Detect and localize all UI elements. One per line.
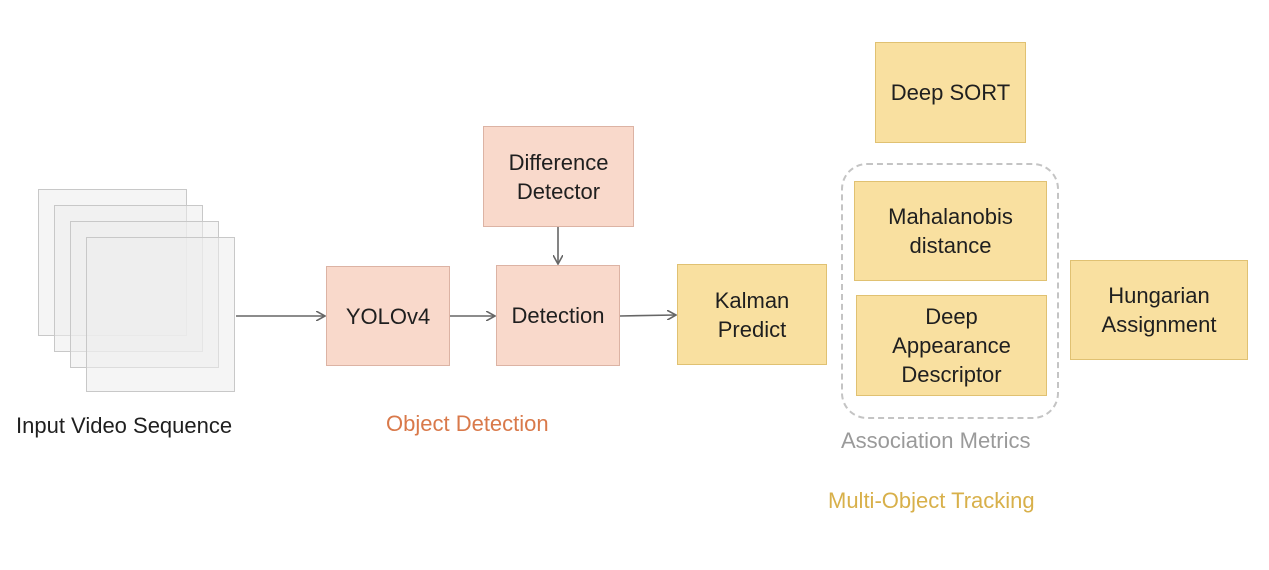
- yolov4-box: YOLOv4: [326, 266, 450, 366]
- detection-box: Detection: [496, 265, 620, 366]
- deep-appearance-descriptor-box: Deep Appearance Descriptor: [856, 295, 1047, 396]
- multi-object-tracking-label: Multi-Object Tracking: [828, 488, 1035, 513]
- video-frame-4: [86, 237, 235, 392]
- deep-sort-box: Deep SORT: [875, 42, 1026, 143]
- difference-detector-box: Difference Detector: [483, 126, 634, 227]
- kalman-predict-box: Kalman Predict: [677, 264, 827, 365]
- association-metrics-label: Association Metrics: [841, 428, 1031, 453]
- input-video-sequence-label: Input Video Sequence: [16, 413, 233, 438]
- object-detection-label: Object Detection: [386, 411, 549, 436]
- hungarian-assignment-box: Hungarian Assignment: [1070, 260, 1248, 360]
- arrow-detection-to-kalman: [619, 315, 675, 316]
- mahalanobis-distance-box: Mahalanobis distance: [854, 181, 1047, 281]
- association-metrics-group: [841, 163, 1059, 419]
